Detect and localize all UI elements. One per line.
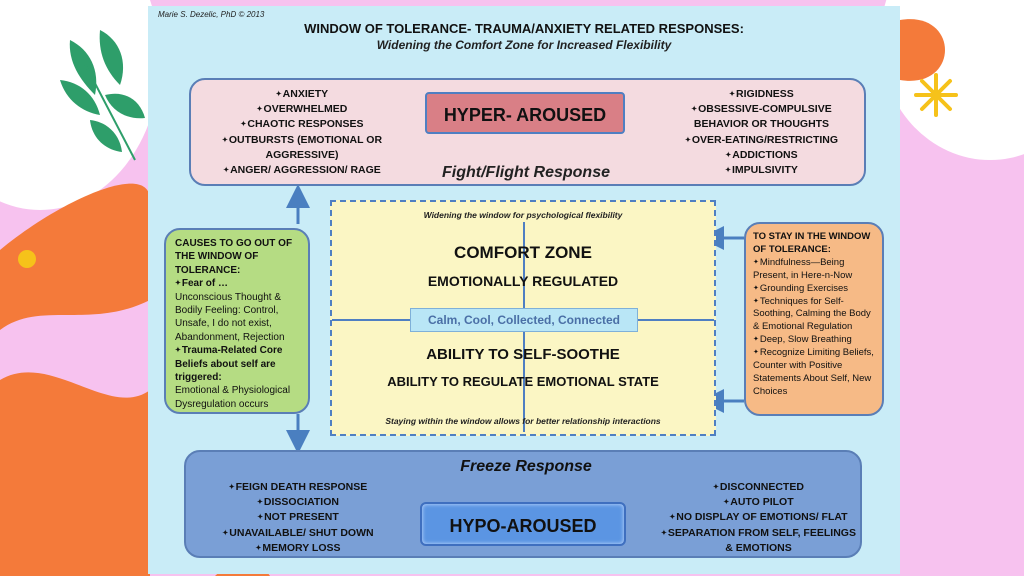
- fear-label: Fear of …: [175, 277, 299, 290]
- hypo-aroused-box: Freeze Response FEIGN DEATH RESPONSE DIS…: [184, 450, 862, 558]
- hyper-left-item: OUTBURSTS (EMOTIONAL OR: [197, 133, 407, 148]
- hyper-left-item: AGGRESSIVE): [265, 148, 339, 161]
- stay-item: Grounding Exercises: [753, 283, 876, 296]
- widening-note: Widening the window for psychological fl…: [423, 210, 623, 220]
- hyper-left-item: ANGER/ AGGRESSION/ RAGE: [197, 163, 407, 178]
- diagram-panel: Marie S. Dezelic, PhD © 2013 WINDOW OF T…: [148, 6, 900, 574]
- core-beliefs-text: Emotional & Physiological Dysregulation …: [175, 385, 291, 410]
- hyper-left-item: ANXIETY: [197, 87, 407, 102]
- stay-item: Techniques for Self-Soothing, Calming th…: [753, 296, 876, 335]
- causes-box: CAUSES TO GO OUT OF THE WINDOW OF TOLERA…: [164, 228, 310, 414]
- fight-flight-label: Fight/Flight Response: [442, 164, 610, 181]
- page-title: WINDOW OF TOLERANCE- TRAUMA/ANXIETY RELA…: [304, 21, 744, 36]
- hyper-right-item: IMPULSIVITY: [659, 163, 864, 178]
- hyper-left-list: ANXIETY OVERWHELMED CHAOTIC RESPONSES OU…: [197, 87, 407, 178]
- hypo-right-item: & EMOTIONS: [725, 541, 792, 554]
- hypo-left-item: FEIGN DEATH RESPONSE: [198, 480, 398, 495]
- self-soothe-label: ABILITY TO SELF-SOOTHE: [426, 346, 620, 363]
- hyper-right-item: BEHAVIOR OR THOUGHTS: [693, 118, 830, 131]
- fear-text: Unconscious Thought & Bodily Feeling: Co…: [175, 291, 285, 343]
- yellow-dot: [18, 250, 36, 268]
- hypo-left-item: MEMORY LOSS: [198, 541, 398, 556]
- page-subtitle: Widening the Comfort Zone for Increased …: [376, 38, 672, 52]
- comfort-zone-window: Widening the window for psychological fl…: [330, 200, 716, 436]
- hyper-right-item: OBSESSIVE-COMPULSIVE: [659, 102, 864, 117]
- regulate-state-label: ABILITY TO REGULATE EMOTIONAL STATE: [387, 374, 659, 389]
- hypo-right-item: AUTO PILOT: [656, 495, 861, 510]
- hyper-left-item: CHAOTIC RESPONSES: [197, 117, 407, 132]
- stay-item: Mindfulness—Being Present, in Here-n-Now: [753, 257, 876, 283]
- hypo-right-list: DISCONNECTED AUTO PILOT NO DISPLAY OF EM…: [656, 480, 861, 556]
- stay-heading: TO STAY IN THE WINDOW OF TOLERANCE:: [753, 231, 871, 255]
- calm-cool-label: Calm, Cool, Collected, Connected: [410, 308, 638, 332]
- hyper-right-list: RIGIDNESS OBSESSIVE-COMPULSIVE BEHAVIOR …: [659, 87, 864, 178]
- hypo-left-list: FEIGN DEATH RESPONSE DISSOCIATION NOT PR…: [198, 480, 398, 556]
- hyper-left-item: OVERWHELMED: [197, 102, 407, 117]
- causes-heading: CAUSES TO GO OUT OF THE WINDOW OF TOLERA…: [175, 238, 293, 276]
- hyper-aroused-box: ANXIETY OVERWHELMED CHAOTIC RESPONSES OU…: [189, 78, 866, 186]
- hypo-aroused-label: HYPO-AROUSED: [420, 502, 626, 546]
- orange-blob-right: [900, 19, 945, 81]
- hypo-right-item: NO DISPLAY OF EMOTIONS/ FLAT: [656, 510, 861, 525]
- hyper-right-item: RIGIDNESS: [659, 87, 864, 102]
- leaf-branch-icon: [60, 30, 145, 161]
- hypo-left-item: NOT PRESENT: [198, 510, 398, 525]
- freeze-response-label: Freeze Response: [460, 458, 592, 475]
- core-beliefs-label: Trauma-Related Core Beliefs about self a…: [175, 344, 299, 384]
- stay-item: Recognize Limiting Beliefs, Counter with…: [753, 347, 876, 399]
- staying-note: Staying within the window allows for bet…: [385, 416, 661, 426]
- orange-wave-left-2: [0, 372, 150, 576]
- emotionally-regulated-label: EMOTIONALLY REGULATED: [427, 273, 619, 289]
- hypo-left-item: DISSOCIATION: [198, 495, 398, 510]
- hyper-right-item: OVER-EATING/RESTRICTING: [659, 133, 864, 148]
- sun-icon: [914, 73, 958, 117]
- hypo-left-item: UNAVAILABLE/ SHUT DOWN: [198, 526, 398, 541]
- stay-in-window-box: TO STAY IN THE WINDOW OF TOLERANCE: Mind…: [744, 222, 884, 416]
- comfort-zone-label: COMFORT ZONE: [454, 243, 592, 262]
- hyper-aroused-label: HYPER- AROUSED: [425, 92, 625, 134]
- stay-item: Deep, Slow Breathing: [753, 334, 876, 347]
- author-credit: Marie S. Dezelic, PhD © 2013: [158, 10, 265, 19]
- hypo-right-item: DISCONNECTED: [656, 480, 861, 495]
- hypo-right-item: SEPARATION FROM SELF, FEELINGS: [656, 526, 861, 541]
- hyper-right-item: ADDICTIONS: [659, 148, 864, 163]
